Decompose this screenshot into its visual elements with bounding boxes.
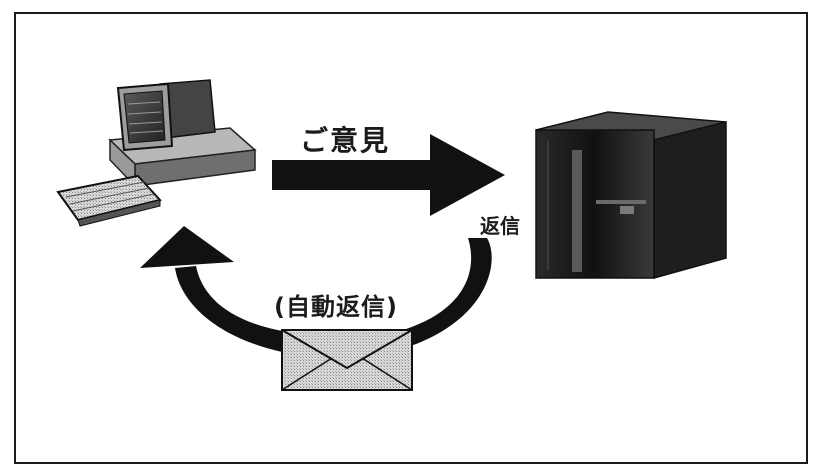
send-label: ご意見 [300,124,391,157]
server-icon [535,111,727,279]
desktop-computer-icon [56,79,257,227]
envelope-icon [281,329,413,391]
reply-partial-label: 返信 [480,214,520,238]
send-arrow [272,134,505,216]
auto-reply-label: (自動返信) [274,293,398,321]
